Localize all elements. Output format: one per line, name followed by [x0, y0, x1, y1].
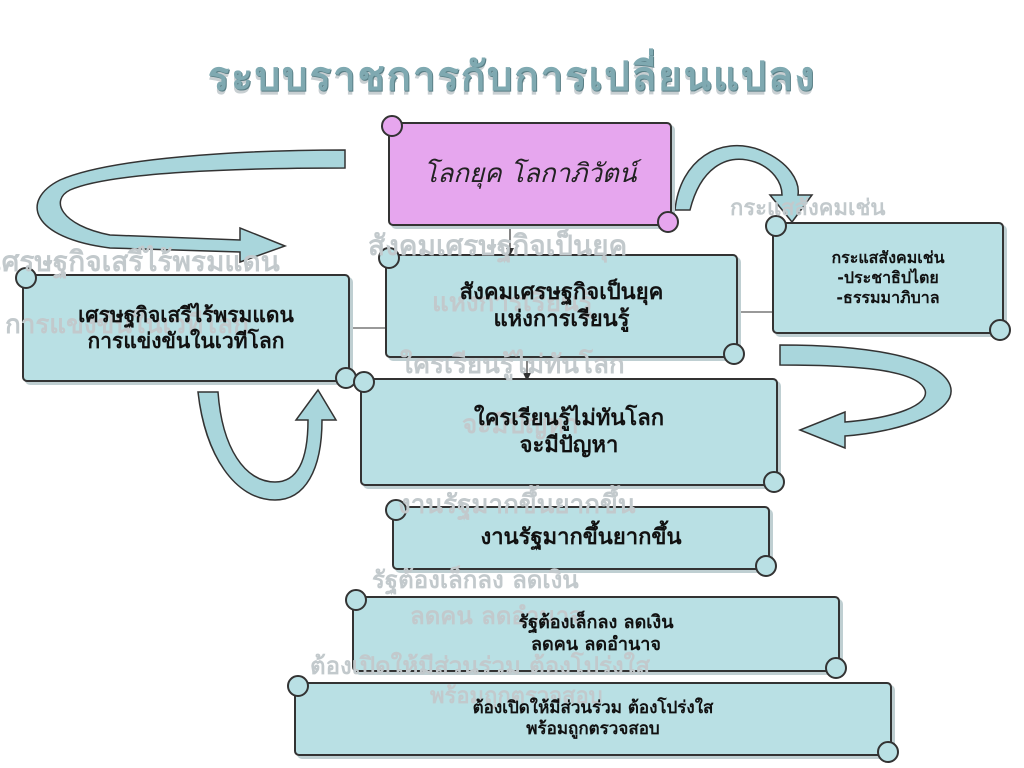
curved-arrow-bottom-left — [197, 388, 338, 501]
curved-arrow-right — [779, 344, 952, 450]
node-globalization-text: โลกยุค โลกาภิวัตน์ — [423, 158, 637, 189]
ghost-social-1: กระแสสังคมเช่น — [730, 196, 886, 221]
node-free-economy-line-2: การแข่งขันในเวทีโลก — [87, 329, 285, 353]
node-free-economy-line-1: เศรษฐกิจเสรีไร้พรมแดน — [78, 302, 294, 327]
node-social-line-1: กระแสสังคมเช่น — [831, 248, 945, 267]
node-government-line-1: งานรัฐมากขึ้นยากขึ้น — [480, 525, 682, 551]
curved-arrow-top-left — [36, 149, 346, 264]
ghost-transparency-1: ต้องเปิดให้มีส่วนร่วม ต้องโปร่งใส — [310, 652, 650, 680]
ghost-free-economy-1: เศรษฐกิจเสรีไร้พรมแดน — [0, 245, 280, 278]
ghost-free-economy-2: การแข่งขันในเวทีโลก — [5, 310, 249, 340]
node-globalization: โลกยุค โลกาภิวัตน์ — [381, 115, 679, 233]
ghost-transparency-2: พร้อมถูกตรวจสอบ — [430, 684, 603, 709]
node-transparency-line-1: ต้องเปิดให้มีส่วนร่วม ต้องโปร่งใส — [472, 697, 714, 718]
node-transparency: ต้องเปิดให้มีส่วนร่วม ต้องโปร่งใส พร้อมถ… — [287, 675, 899, 763]
ghost-government: งานรัฐมากขึ้นยากขึ้น — [398, 490, 636, 520]
node-social-line-2: -ประชาธิปไตย — [837, 268, 939, 287]
curved-arrow-top-right — [674, 145, 814, 224]
node-knowledge-line-2: แห่งการเรียนรู้ — [493, 307, 630, 332]
ghost-knowledge-2: แห่งการเรียนรู้ — [432, 288, 593, 318]
node-learning-line-2: จะมีปัญหา — [519, 433, 619, 458]
page-title-shadow: ระบบราชการกับการเปลี่ยนแปลง — [207, 58, 817, 104]
node-free-economy: เศรษฐกิจเสรีไร้พรมแดน การแข่งขันในเวทีโล… — [15, 267, 357, 389]
node-learning-line-1: ใครเรียนรู้ไม่ทันโลก — [473, 405, 665, 431]
ghost-knowledge-1: สังคมเศรษฐกิจเป็นยุค — [368, 229, 628, 262]
ghost-learning-1: ใครเรียนรู้ไม่ทันโลก — [400, 350, 625, 380]
node-state-line-2: ลดคน ลดอำนาจ — [531, 634, 661, 655]
node-government-harder: งานรัฐมากขึ้นยากขึ้น — [385, 499, 777, 577]
node-transparency-line-2: พร้อมถูกตรวจสอบ — [526, 719, 660, 739]
ghost-state-2: ลดคน ลดอำนาจ — [410, 602, 584, 630]
page-title: ระบบราชการกับการเปลี่ยนแปลง — [207, 54, 817, 100]
node-social-trends: กระแสสังคมเช่น -ประชาธิปไตย -ธรรมมาภิบาล — [765, 215, 1011, 341]
node-state-smaller: รัฐต้องเล็กลง ลดเงิน ลดคน ลดอำนาจ — [345, 589, 847, 679]
ghost-learning-2: จะมีปัญหา — [462, 410, 579, 440]
node-state-line-1: รัฐต้องเล็กลง ลดเงิน — [518, 611, 674, 633]
arrowhead-center-down — [523, 373, 531, 381]
node-knowledge-line-1: สังคมเศรษฐกิจเป็นยุค — [459, 279, 664, 305]
node-learning-warning: ใครเรียนรู้ไม่ทันโลก จะมีปัญหา — [353, 371, 785, 493]
node-knowledge-society: สังคมเศรษฐกิจเป็นยุค แห่งการเรียนรู้ — [378, 247, 745, 365]
arrowhead-top-center — [506, 248, 514, 256]
ghost-state-1: รัฐต้องเล็กลง ลดเงิน — [372, 566, 579, 594]
node-social-line-3: -ธรรมมาภิบาล — [836, 288, 940, 307]
